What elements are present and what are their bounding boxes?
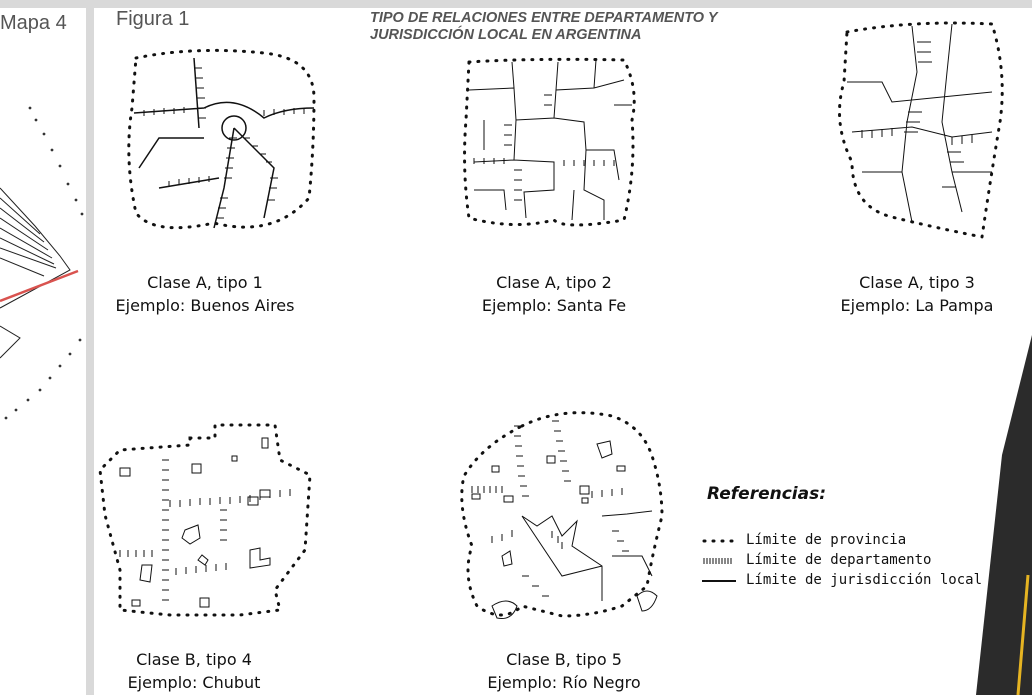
figure-title-line-2: JURISDICCIÓN LOCAL EN ARGENTINA	[370, 27, 642, 43]
legend-label: Límite de provincia	[746, 532, 907, 548]
solid-line-icon	[700, 570, 746, 590]
caption-example: Ejemplo: Río Negro	[487, 673, 641, 692]
legend-item-jurisdiccion: Límite de jurisdicción local	[700, 570, 982, 590]
decorative-corner-stripe	[976, 335, 1032, 695]
caption-class: Clase A, tipo 2	[496, 273, 612, 292]
partial-map-graphic	[0, 106, 84, 420]
caption-example: Ejemplo: Chubut	[127, 673, 261, 692]
legend-label: Límite de departamento	[746, 552, 932, 568]
map-label: Mapa 4	[0, 12, 67, 34]
caption-class: Clase B, tipo 5	[506, 650, 622, 669]
caption-example: Ejemplo: Buenos Aires	[115, 296, 295, 315]
diagram-clase-b-tipo-5	[460, 411, 664, 619]
figure-title-line-1: TIPO DE RELACIONES ENTRE DEPARTAMENTO Y	[370, 10, 718, 26]
left-panel: Mapa 4	[0, 8, 86, 695]
caption-clase-a-tipo-2: Clase A, tipo 2 Ejemplo: Santa Fe	[454, 271, 654, 317]
caption-clase-b-tipo-5: Clase B, tipo 5 Ejemplo: Río Negro	[464, 648, 664, 694]
diagram-clase-a-tipo-3	[838, 21, 1004, 239]
diagram-clase-a-tipo-1	[127, 48, 316, 230]
caption-example: Ejemplo: Santa Fe	[481, 296, 627, 315]
caption-class: Clase B, tipo 4	[136, 650, 252, 669]
dotted-line-icon	[700, 530, 746, 550]
figure-label: Figura 1	[116, 8, 190, 30]
caption-clase-b-tipo-4: Clase B, tipo 4 Ejemplo: Chubut	[94, 648, 294, 694]
caption-example: Ejemplo: La Pampa	[840, 296, 994, 315]
figure-title: TIPO DE RELACIONES ENTRE DEPARTAMENTO Y …	[370, 10, 840, 44]
hatched-line-icon	[700, 550, 746, 570]
figure-panel: Figura 1 TIPO DE RELACIONES ENTRE DEPART…	[94, 8, 1032, 695]
caption-clase-a-tipo-3: Clase A, tipo 3 Ejemplo: La Pampa	[832, 271, 1002, 317]
caption-class: Clase A, tipo 1	[147, 273, 263, 292]
diagram-clase-a-tipo-2	[463, 57, 636, 227]
legend-item-departamento: Límite de departamento	[700, 550, 931, 570]
diagram-clase-b-tipo-4	[98, 423, 312, 617]
legend-title: Referencias:	[707, 484, 827, 504]
legend-item-provincia: Límite de provincia	[700, 530, 906, 550]
legend-label: Límite de jurisdicción local	[746, 572, 983, 588]
caption-clase-a-tipo-1: Clase A, tipo 1 Ejemplo: Buenos Aires	[94, 271, 316, 317]
caption-class: Clase A, tipo 3	[859, 273, 975, 292]
